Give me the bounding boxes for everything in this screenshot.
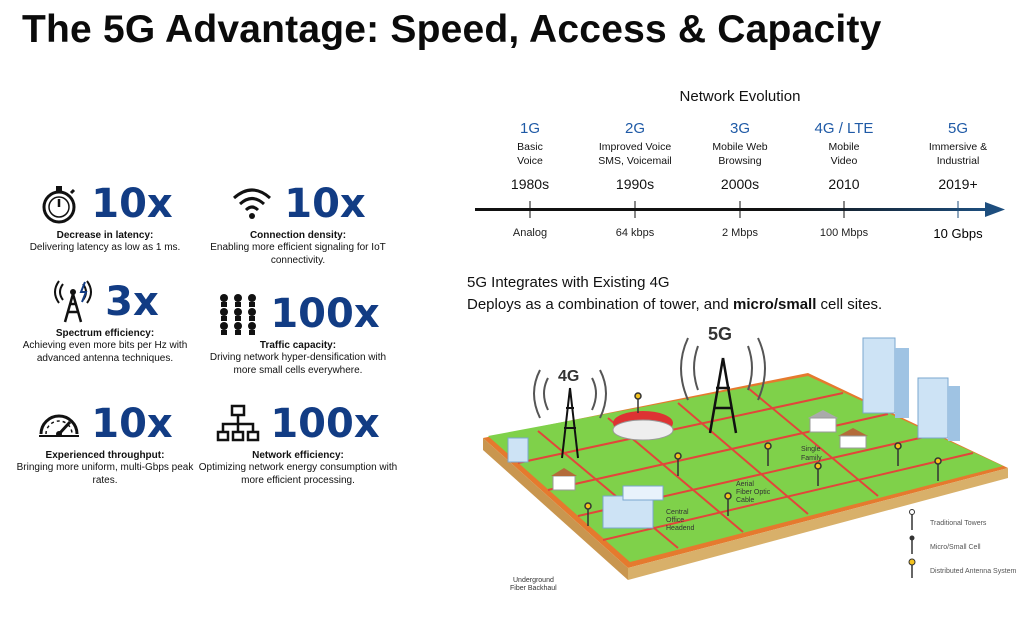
network-tree-icon	[217, 404, 260, 442]
wifi-icon	[233, 188, 272, 219]
generation-name: 2G	[624, 120, 645, 137]
central-office-label: Headend	[666, 525, 695, 532]
generation-4g: 4G / LTE Mobile Video 2010	[789, 120, 899, 192]
timeline-arrow	[475, 201, 1005, 218]
stat-multiplier: 100x	[270, 291, 380, 337]
stat-multiplier: 10x	[91, 181, 173, 227]
legend-das: Distributed Antenna System	[930, 568, 1017, 575]
speed-label: 64 kbps	[615, 227, 655, 239]
ground-side	[628, 468, 1008, 580]
stat-heading: Decrease in latency:	[56, 230, 154, 241]
subtitle-emphasis: micro/small	[733, 296, 817, 313]
generation-name: 4G / LTE	[814, 120, 874, 137]
stat-description: Optimizing network energy consumption wi…	[198, 462, 398, 486]
tower-4g-label: 4G	[558, 368, 579, 385]
generation-year: 1990s	[615, 176, 655, 192]
generation-2g: 2G Improved Voice SMS, Voicemail 1990s	[580, 120, 690, 192]
integration-subtitle: Deploys as a combination of tower, and m…	[467, 296, 883, 313]
speedometer-icon	[39, 414, 80, 437]
throughput-stat: 10x Experienced throughput: Bringing mor…	[5, 400, 205, 487]
efficiency-stat: 100x Network efficiency: Optimizing netw…	[198, 400, 398, 487]
generation-desc: Mobile Video	[828, 141, 860, 167]
stat-multiplier: 10x	[91, 401, 173, 447]
network-evolution: Network Evolution 1G Basic Voice 1980s 2…	[470, 0, 1010, 260]
generation-name: 1G	[519, 120, 540, 137]
generation-year: 2000s	[720, 176, 760, 192]
density-stat: 10x Connection density: Enabling more ef…	[198, 180, 398, 267]
houses	[507, 410, 868, 491]
page-title: The 5G Advantage: Speed, Access & Capaci…	[22, 8, 882, 51]
generation-name: 5G	[947, 120, 968, 137]
network-diagram: 4G 5G	[483, 324, 1017, 592]
stat-description: Bringing more uniform, multi-Gbps peak r…	[16, 462, 194, 486]
city-buildings	[862, 337, 960, 441]
legend-small-cell: Micro/Small Cell	[930, 544, 981, 551]
aerial-fiber-label: Cable	[736, 497, 754, 504]
stadium	[612, 411, 674, 441]
stat-heading: Experienced throughput:	[45, 450, 165, 461]
stat-description: Achieving even more bits per Hz with adv…	[22, 340, 188, 364]
central-office	[602, 485, 664, 529]
single-family-label: Family	[801, 455, 822, 462]
antenna-icon	[54, 280, 93, 323]
integration-title: 5G Integrates with Existing 4G	[467, 274, 670, 291]
aerial-fiber-label: Fiber Optic	[736, 489, 771, 496]
generation-year: 1980s	[510, 176, 550, 192]
traffic-stat: 100x Traffic capacity: Driving network h…	[198, 290, 398, 377]
tower-5g: 5G	[680, 324, 766, 434]
stat-description: Delivering latency as low as 1 ms.	[29, 242, 181, 253]
speed-label: 100 Mbps	[819, 227, 869, 239]
stat-heading: Connection density:	[249, 230, 347, 241]
central-office-label: Central	[666, 509, 689, 516]
underground-fiber-label: Underground	[513, 577, 554, 584]
generation-5g: 5G Immersive & Industrial 2019+	[903, 120, 1013, 192]
stat-heading: Traffic capacity:	[259, 340, 337, 351]
generation-3g: 3G Mobile Web Browsing 2000s	[685, 120, 795, 192]
generation-year: 2019+	[938, 176, 978, 192]
stat-multiplier: 100x	[270, 401, 380, 447]
aerial-fiber-label: Aerial	[736, 481, 754, 488]
ground-side-left	[483, 438, 628, 580]
latency-stat: 10x Decrease in latency: Delivering late…	[5, 180, 205, 254]
stopwatch-icon	[42, 186, 76, 224]
small-cells	[584, 392, 942, 526]
generation-year: 2010	[828, 176, 860, 192]
tower-5g-label: 5G	[708, 324, 732, 344]
legend-traditional-towers: Traditional Towers	[930, 520, 987, 527]
generation-desc: Basic Voice	[517, 141, 543, 167]
generation-desc: Mobile Web Browsing	[712, 141, 768, 167]
generation-name: 3G	[729, 120, 750, 137]
diagram-legend: Traditional Towers Micro/Small Cell Dist…	[908, 509, 1017, 578]
generation-1g: 1G Basic Voice 1980s	[475, 120, 585, 192]
stat-multiplier: 10x	[284, 181, 366, 227]
central-office-label: Office	[666, 517, 684, 524]
network-evolution-title: Network Evolution	[679, 88, 801, 105]
spectrum-stat: 3x Spectrum efficiency: Achieving even m…	[5, 278, 205, 365]
stat-description: Enabling more efficient signaling for Io…	[210, 242, 386, 266]
speed-label: Analog	[512, 227, 548, 239]
speed-label: 2 Mbps	[721, 227, 759, 239]
underground-fiber-label: Fiber Backhaul	[510, 585, 557, 592]
stat-multiplier: 3x	[105, 279, 159, 325]
generation-desc: Improved Voice SMS, Voicemail	[598, 141, 672, 167]
generation-desc: Immersive & Industrial	[928, 141, 988, 167]
stat-description: Driving network hyper-densification with…	[209, 352, 387, 376]
single-family-label: Single	[801, 446, 821, 453]
speed-label: 10 Gbps	[933, 226, 983, 241]
cell-grid-icon	[220, 294, 257, 335]
stat-heading: Spectrum efficiency:	[55, 328, 155, 339]
stat-heading: Network efficiency:	[252, 450, 344, 461]
tower-4g: 4G	[533, 368, 607, 459]
